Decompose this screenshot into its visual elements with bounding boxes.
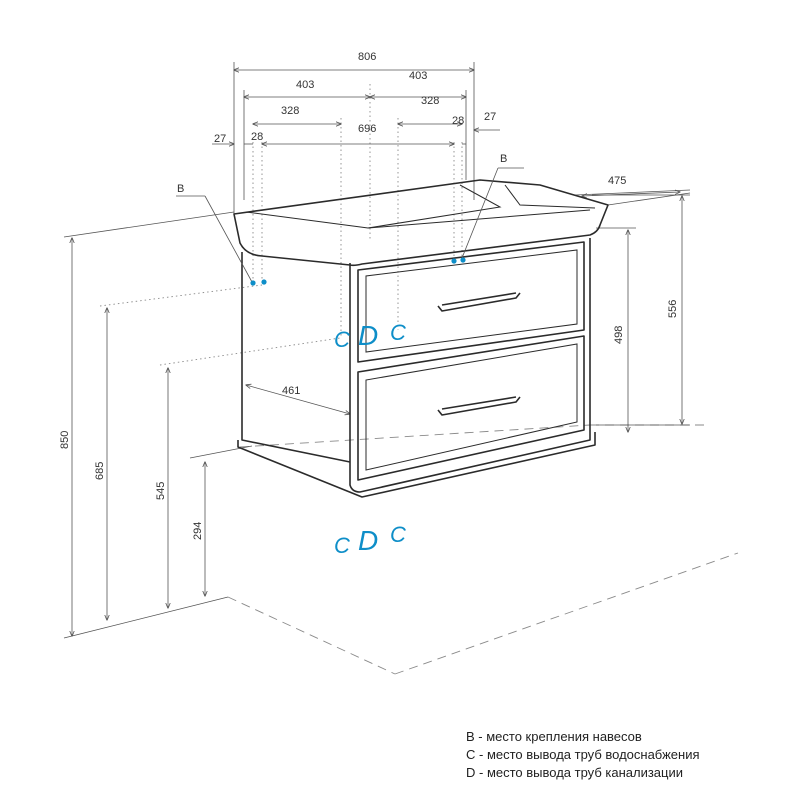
dim-850: 850: [59, 431, 71, 449]
dim-328-left: 328: [281, 105, 299, 117]
dim-545: 545: [155, 482, 167, 500]
legend-item-water: C - место вывода труб водоснабжения: [466, 747, 700, 762]
floor-guides: [227, 424, 739, 675]
outlet-d-wall: D: [358, 320, 378, 351]
outlet-c-right-floor: C: [390, 522, 406, 547]
dim-28-left: 28: [251, 131, 263, 143]
dim-461: 461: [282, 385, 300, 397]
floor-outlets: C D C: [334, 522, 406, 558]
mount-point-left-a: [250, 280, 256, 286]
dim-294: 294: [192, 522, 204, 540]
dim-685: 685: [94, 462, 106, 480]
mount-point-right-a: [451, 258, 457, 264]
dim-403-right: 403: [409, 70, 427, 82]
mount-depth-dimension: [246, 385, 350, 414]
depth-dimension: [574, 190, 691, 206]
outlet-c-right-wall: C: [390, 320, 406, 345]
mount-point-right-b: [460, 257, 466, 263]
legend-item-drain: D - место вывода труб канализации: [466, 765, 684, 780]
dim-806: 806: [358, 51, 376, 63]
dim-328-right: 328: [421, 95, 439, 107]
dim-27-right: 27: [484, 111, 496, 123]
wall-outlets: C D C: [334, 320, 406, 352]
right-dimensions: [592, 194, 690, 432]
dim-403-left: 403: [296, 79, 314, 91]
dim-475: 475: [608, 175, 626, 187]
dim-27-left: 27: [214, 133, 226, 145]
dim-28-right: 28: [452, 115, 464, 127]
outlet-c-left-floor: C: [334, 533, 350, 558]
dim-556: 556: [667, 300, 679, 318]
outlet-d-floor: D: [358, 525, 378, 556]
top-dimensions: [212, 62, 500, 338]
legend: B - место крепления навесов C - место вы…: [466, 728, 700, 782]
outlet-c-left-wall: C: [334, 327, 350, 352]
dim-696: 696: [358, 123, 376, 135]
cabinet: [233, 179, 609, 498]
mount-points: [176, 167, 524, 286]
label-b-left: B: [177, 183, 184, 195]
mount-point-left-b: [261, 279, 267, 285]
label-b-right: B: [500, 153, 507, 165]
dim-498: 498: [613, 326, 625, 344]
left-dimensions: [63, 211, 341, 639]
legend-item-mount: B - место крепления навесов: [466, 729, 642, 744]
